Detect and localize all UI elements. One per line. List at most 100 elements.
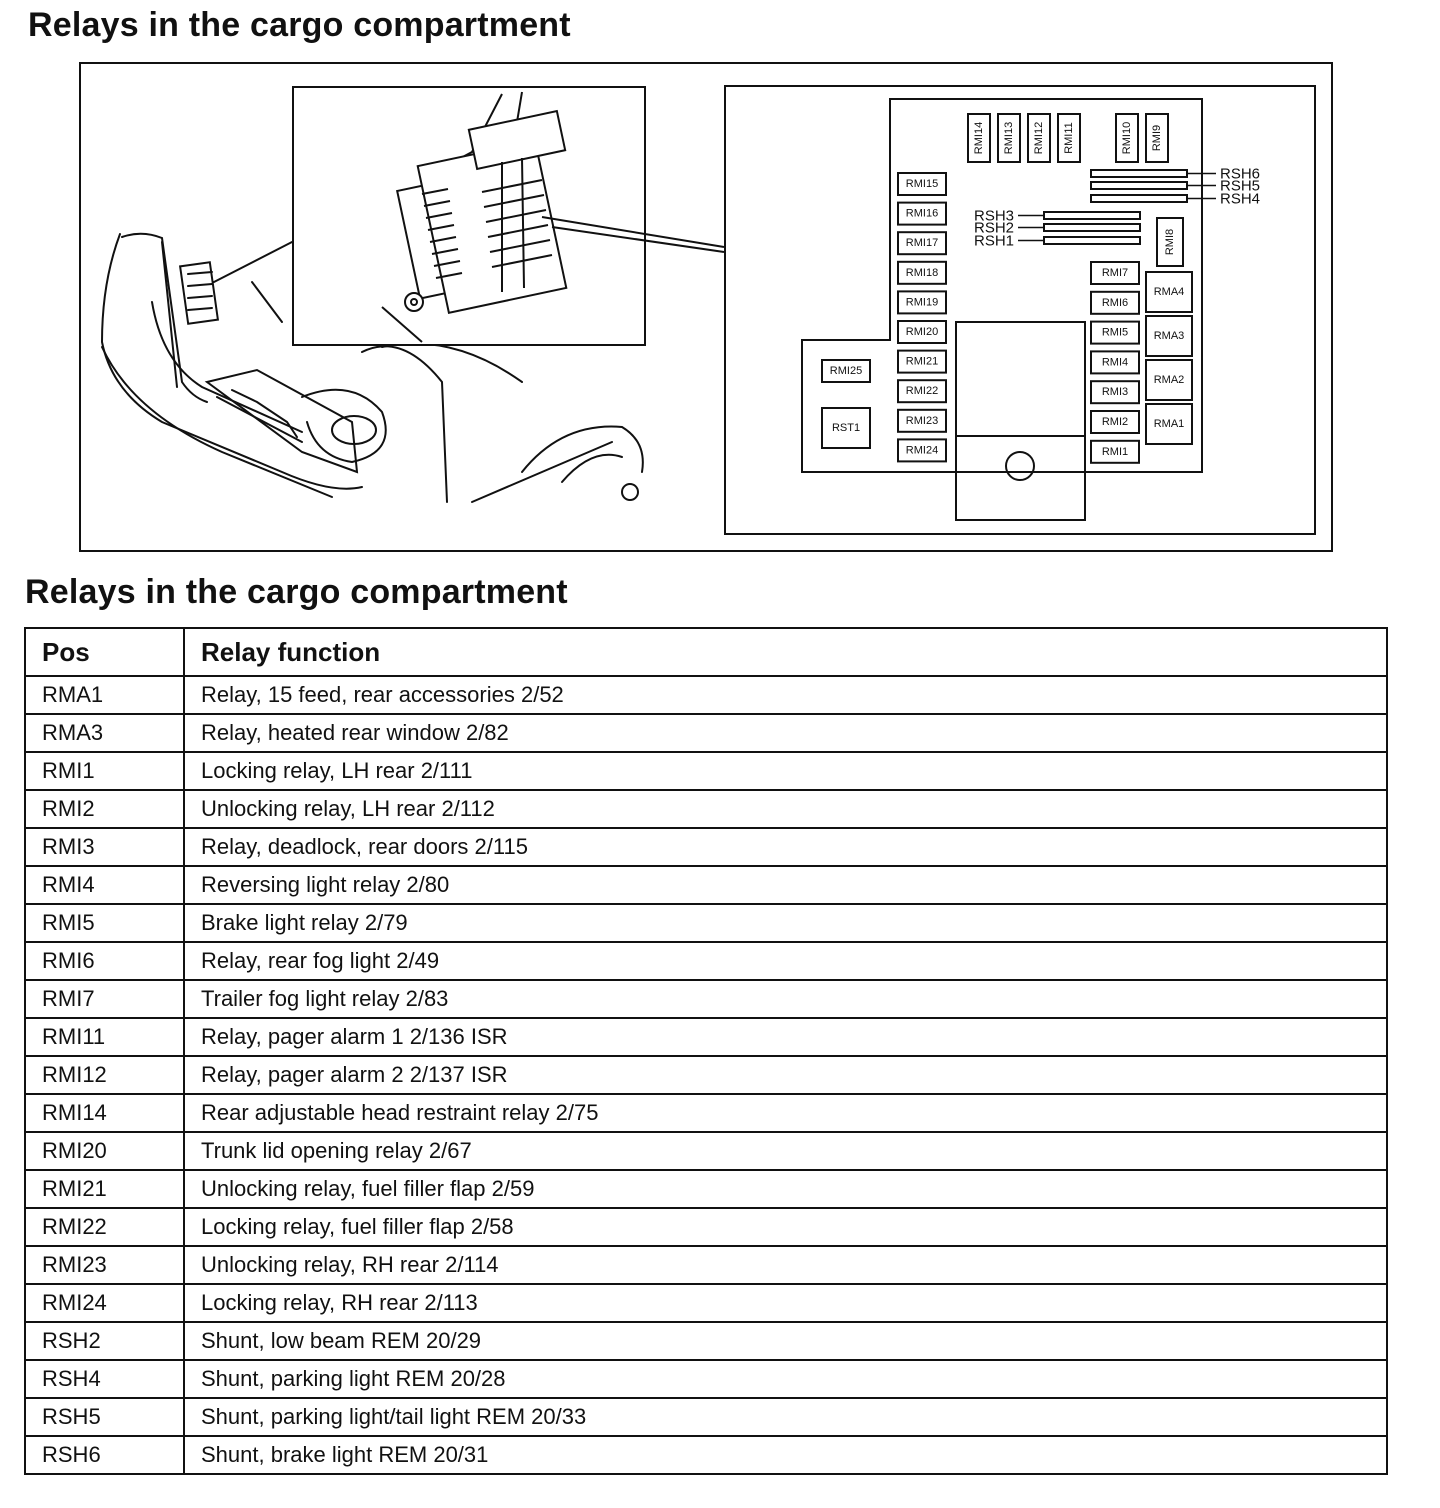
box-rma1-label: RMA1 (1154, 418, 1185, 430)
relay-function-cell: Relay, pager alarm 2 2/137 ISR (183, 1055, 1388, 1095)
relay-pos-cell: RSH5 (24, 1397, 185, 1437)
box-rmi9-label: RMI9 (1151, 125, 1163, 151)
table-header-row: Pos Relay function (24, 627, 1388, 677)
box-rmi5-label: RMI5 (1102, 327, 1128, 339)
box-rmi6-slot (1090, 290, 1140, 315)
relay-function-cell: Trailer fog light relay 2/83 (183, 979, 1388, 1019)
relay-function-cell: Relay, 15 feed, rear accessories 2/52 (183, 675, 1388, 715)
relay-function-cell: Locking relay, RH rear 2/113 (183, 1283, 1388, 1323)
box-rmi9-slot (1145, 113, 1169, 163)
relay-function-cell: Rear adjustable head restraint relay 2/7… (183, 1093, 1388, 1133)
box-rma4-label: RMA4 (1154, 286, 1185, 298)
box-rmi13-slot (997, 113, 1021, 163)
relay-pos-cell: RMI3 (24, 827, 185, 867)
relay-pos-cell: RMI22 (24, 1207, 185, 1247)
column-header-pos: Pos (24, 627, 185, 677)
box-rmi7-slot (1090, 261, 1140, 285)
box-rmi3-label: RMI3 (1102, 386, 1128, 398)
box-rst1-label: RST1 (832, 422, 860, 434)
box-rmi14-slot (967, 113, 991, 163)
relay-pos-cell: RMI23 (24, 1245, 185, 1285)
box-rst1-slot (821, 407, 871, 449)
box-rmi8-label: RMI8 (1164, 229, 1176, 255)
box-rmi21-slot (897, 349, 947, 374)
box-rma4-slot (1145, 271, 1193, 313)
relay-pos-cell: RMI21 (24, 1169, 185, 1209)
rsh1-label: RSH1 (974, 233, 1014, 250)
box-rmi20-slot (897, 320, 947, 344)
relay-layout-panel (724, 85, 1316, 535)
box-rmi11-label: RMI11 (1063, 122, 1075, 154)
box-rmi19-label: RMI19 (906, 296, 938, 308)
box-rmi13-label: RMI13 (1003, 122, 1015, 154)
box-rmi6-label: RMI6 (1102, 297, 1128, 309)
box-rmi24-slot (897, 438, 947, 463)
relay-pos-cell: RMI2 (24, 789, 185, 829)
box-rmi18-label: RMI18 (906, 267, 938, 279)
relay-function-cell: Relay, heated rear window 2/82 (183, 713, 1388, 753)
relay-pos-cell: RSH4 (24, 1359, 185, 1399)
box-rmi17-label: RMI17 (906, 237, 938, 249)
relay-pos-cell: RMI12 (24, 1055, 185, 1095)
box-rmi1-label: RMI1 (1102, 446, 1128, 458)
relay-pos-cell: RMI14 (24, 1093, 185, 1133)
box-rma2-label: RMA2 (1154, 374, 1185, 386)
box-rmi3-slot (1090, 380, 1140, 405)
box-rmi10-slot (1115, 113, 1139, 163)
box-rmi2-slot (1090, 410, 1140, 434)
relay-function-cell: Relay, pager alarm 1 2/136 ISR (183, 1017, 1388, 1057)
relay-pos-cell: RMA3 (24, 713, 185, 753)
relay-pos-cell: RMI6 (24, 941, 185, 981)
rsh4-bar (1090, 194, 1188, 203)
box-rmi12-slot (1027, 113, 1051, 163)
relay-function-cell: Relay, rear fog light 2/49 (183, 941, 1388, 981)
relay-function-cell: Shunt, parking light REM 20/28 (183, 1359, 1388, 1399)
box-rmi25-label: RMI25 (830, 365, 862, 377)
box-rma1-slot (1145, 403, 1193, 445)
relay-pos-cell: RMI4 (24, 865, 185, 905)
box-rmi18-slot (897, 260, 947, 285)
rsh6-bar (1090, 169, 1188, 178)
relay-function-cell: Relay, deadlock, rear doors 2/115 (183, 827, 1388, 867)
box-rmi19-slot (897, 290, 947, 315)
rsh2-label: RSH2 (974, 220, 1014, 237)
rsh2-bar (1043, 223, 1141, 232)
relay-function-cell: Shunt, parking light/tail light REM 20/3… (183, 1397, 1388, 1437)
box-rmi16-label: RMI16 (906, 208, 938, 220)
box-rma2-slot (1145, 359, 1193, 401)
box-rmi10-label: RMI10 (1121, 122, 1133, 154)
box-rmi4-slot (1090, 350, 1140, 375)
box-rmi21-label: RMI21 (906, 356, 938, 368)
page-title: Relays in the cargo compartment (28, 6, 571, 44)
rsh3-bar (1043, 211, 1141, 220)
relay-pos-cell: RMA1 (24, 675, 185, 715)
relay-function-cell: Shunt, brake light REM 20/31 (183, 1435, 1388, 1475)
relay-pos-cell: RSH6 (24, 1435, 185, 1475)
relay-pos-cell: RMI7 (24, 979, 185, 1019)
box-rmi8-slot (1156, 217, 1184, 267)
relay-pos-cell: RMI24 (24, 1283, 185, 1323)
box-rmi25-slot (821, 359, 871, 383)
relay-function-cell: Locking relay, fuel filler flap 2/58 (183, 1207, 1388, 1247)
box-rma3-slot (1145, 315, 1193, 357)
relay-pos-cell: RSH2 (24, 1321, 185, 1361)
relay-function-cell: Unlocking relay, RH rear 2/114 (183, 1245, 1388, 1285)
